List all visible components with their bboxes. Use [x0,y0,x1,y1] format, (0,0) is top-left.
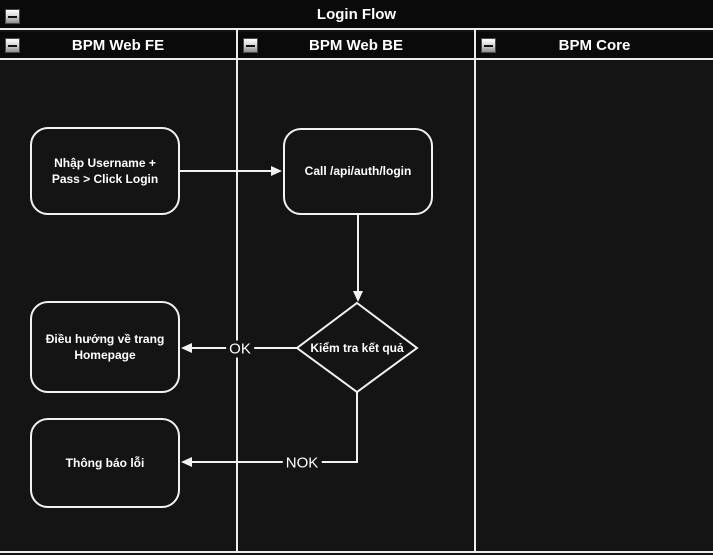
lane-fe-collapse-button[interactable] [5,38,20,53]
lane-header-bpm-core[interactable]: BPM Core [476,32,713,60]
node-text-line: Thông báo lỗi [65,455,145,470]
arrowhead-down-icon [353,291,363,302]
node-text-line: Kiểm tra kết quả [310,341,404,355]
node-text-line: Pass > Click Login [51,172,159,186]
arrowhead-right-icon [271,166,282,176]
pool-title-bar[interactable]: Login Flow [0,0,713,30]
pool-collapse-button[interactable] [5,9,20,24]
lane-header-bpm-web-be[interactable]: BPM Web BE [238,32,474,60]
lane-label: BPM Core [558,36,631,54]
pool-bottom-border [0,551,713,553]
lane-label: BPM Web FE [71,36,165,54]
pool-title: Login Flow [316,5,397,23]
lane-core-collapse-button[interactable] [481,38,496,53]
node-call-api-auth-login[interactable]: Call /api/auth/login [283,128,433,215]
node-input-username-password[interactable]: Nhập Username + Pass > Click Login [30,127,180,215]
minus-icon [8,15,17,18]
arrowhead-left-icon [181,457,192,467]
minus-icon [8,44,17,47]
node-text-line: Call /api/auth/login [304,164,412,179]
minus-icon [484,44,493,47]
lane-divider-1 [236,30,238,553]
lane-divider-2 [474,30,476,553]
node-redirect-homepage[interactable]: Điều hướng về trang Homepage [30,301,180,393]
connector-check-to-error [191,392,358,463]
lane-header-bpm-web-fe[interactable]: BPM Web FE [0,32,236,60]
node-check-result-label[interactable]: Kiểm tra kết quả [292,340,422,356]
node-error-notification[interactable]: Thông báo lỗi [30,418,180,508]
node-text-line: Homepage [74,348,136,362]
edge-label-ok[interactable]: OK [226,340,254,358]
arrowhead-left-icon [181,343,192,353]
node-text-line: Điều hướng về trang [45,331,165,346]
edge-label-nok[interactable]: NOK [282,454,322,472]
lane-label: BPM Web BE [309,36,403,54]
lane-be-collapse-button[interactable] [243,38,258,53]
node-text-line: Nhập Username + [54,155,156,170]
minus-icon [246,44,255,47]
